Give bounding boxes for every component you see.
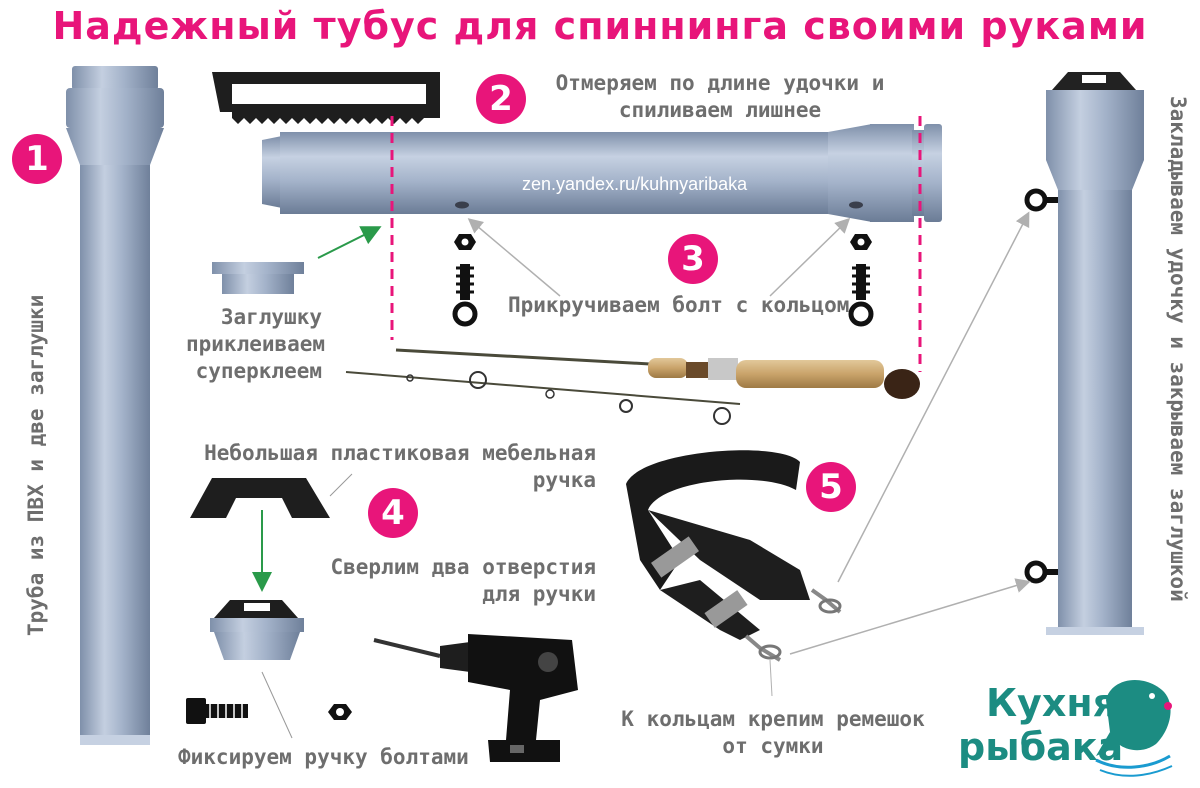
furniture-handle (190, 478, 330, 518)
right-pipe (1046, 72, 1144, 635)
label-handle: Небольшая пластиковая мебельная ручка (170, 440, 596, 494)
label-strap-line2: от сумки (722, 734, 824, 758)
step-badge-1: 1 (12, 134, 62, 184)
label-cap-line1: Заглушку (220, 305, 322, 329)
label-strap-line1: К кольцам крепим ремешок (621, 707, 925, 731)
bag-strap (626, 450, 842, 662)
page-title: Надежный тубус для спиннинга своими рука… (52, 4, 1148, 48)
ring-bolt-left (452, 234, 478, 327)
step-badge-4: 4 (368, 488, 418, 538)
label-fix: Фиксируем ручку болтами (178, 745, 469, 769)
label-cap-line2: приклеиваем (186, 332, 326, 356)
label-drill-line1: Сверлим два отверстия (330, 555, 596, 579)
logo-line2: рыбака (958, 725, 1124, 769)
label-drill: Сверлим два отверстия для ручки (300, 554, 596, 608)
label-pipe-left: Труба из ПВХ и две заглушки (24, 294, 48, 636)
left-pipe (66, 66, 164, 745)
step-badge-3: 3 (668, 234, 718, 284)
label-handle-line1: Небольшая пластиковая мебельная (204, 441, 596, 465)
step-badge-2: 2 (476, 74, 526, 124)
cap-with-handle (210, 600, 304, 660)
hacksaw (212, 72, 440, 124)
drill (373, 634, 578, 762)
fishing-rod (345, 348, 920, 425)
label-pipe-right: Закладываем удочку и закрываем заглушкой (1166, 96, 1190, 602)
label-bolt: Прикручиваем болт с кольцом (508, 293, 850, 317)
label-cap: Заглушку приклеиваем суперклеем (186, 304, 326, 385)
label-strap: К кольцам крепим ремешок от сумки (606, 706, 940, 760)
ring-bolt-right (848, 234, 874, 327)
right-ring-bolt-top (1024, 188, 1058, 212)
logo-line1: Кухня (986, 681, 1117, 725)
small-bolt (186, 698, 248, 724)
horizontal-pipe (262, 124, 942, 222)
label-measure: Отмеряем по длине удочки и спиливаем лиш… (540, 70, 900, 124)
right-ring-bolt-bottom (1024, 560, 1058, 584)
fish-logo-icon (1095, 679, 1173, 777)
label-measure-line1: Отмеряем по длине удочки и (555, 71, 885, 95)
source-url: zen.yandex.ru/kuhnyaribaka (522, 174, 748, 194)
label-cap-line3: суперклеем (195, 359, 322, 383)
small-nut (328, 704, 352, 720)
label-handle-line2: ручка (532, 468, 596, 492)
label-drill-line2: для ручки (482, 582, 596, 606)
label-measure-line2: спиливаем лишнее (618, 98, 822, 122)
pipe-cap (212, 262, 304, 294)
step-badge-5: 5 (806, 462, 856, 512)
